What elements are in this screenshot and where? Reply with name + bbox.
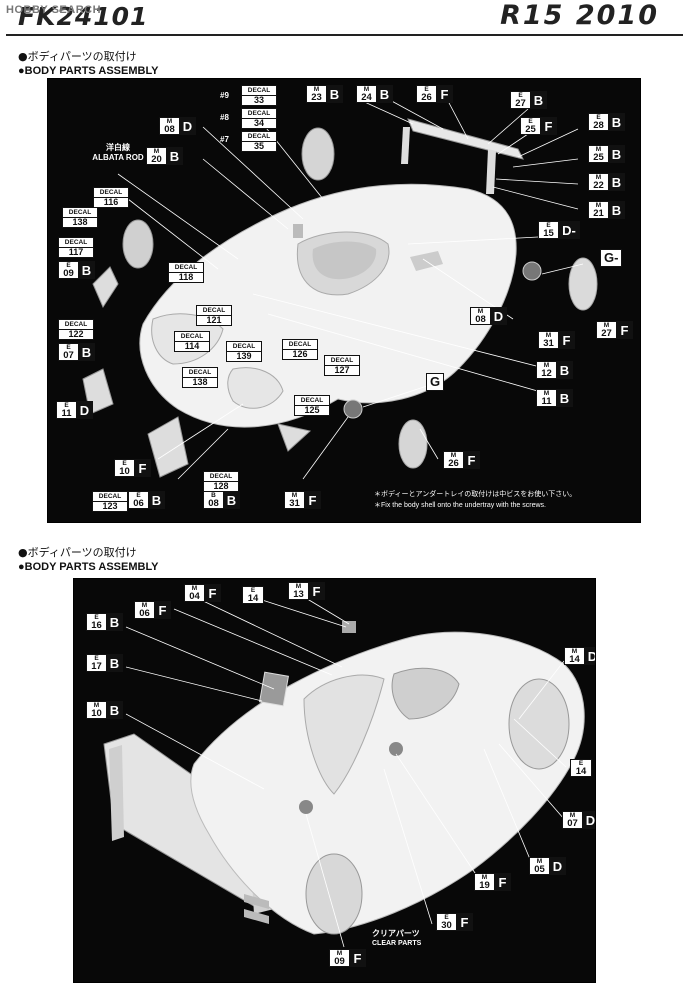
screw-note-jp: ＊ボディーとアンダートレイの取付けは中ビスをお使い下さい。 <box>374 490 577 498</box>
assembly-tag: G <box>426 373 445 391</box>
model-title: R15 2010 <box>500 0 659 31</box>
section-2-heading: ●ボディパーツの取付け ●BODY PARTS ASSEMBLY <box>18 546 159 574</box>
number-marker: #8 <box>220 113 229 122</box>
page-header: FK24101 HOBBY SEARCH R15 2010 <box>0 0 689 36</box>
number-marker: #7 <box>220 135 229 144</box>
model-code: FK24101 <box>18 2 149 31</box>
part-callout: M14D <box>564 647 595 665</box>
assembly-tag: G- <box>600 249 623 267</box>
albata-rod-label: 洋白線 ALBATA ROD <box>92 143 144 162</box>
header-rule <box>6 34 683 36</box>
section-1-heading-en: ●BODY PARTS ASSEMBLY <box>18 65 159 77</box>
section-1-heading: ●ボディパーツの取付け ●BODY PARTS ASSEMBLY <box>18 50 159 78</box>
number-marker: #9 <box>220 91 229 100</box>
section-2-heading-jp: ●ボディパーツの取付け <box>18 546 137 559</box>
section-1-heading-jp: ●ボディパーツの取付け <box>18 50 137 63</box>
clear-parts-label: クリアパーツ CLEAR PARTS <box>372 929 422 947</box>
screw-note-en: ＊Fix the body shell onto the undertray w… <box>374 502 546 509</box>
car-rear-illustration <box>103 621 585 935</box>
watermark: HOBBY SEARCH <box>6 4 102 16</box>
section-2-heading-en: ●BODY PARTS ASSEMBLY <box>18 561 159 573</box>
